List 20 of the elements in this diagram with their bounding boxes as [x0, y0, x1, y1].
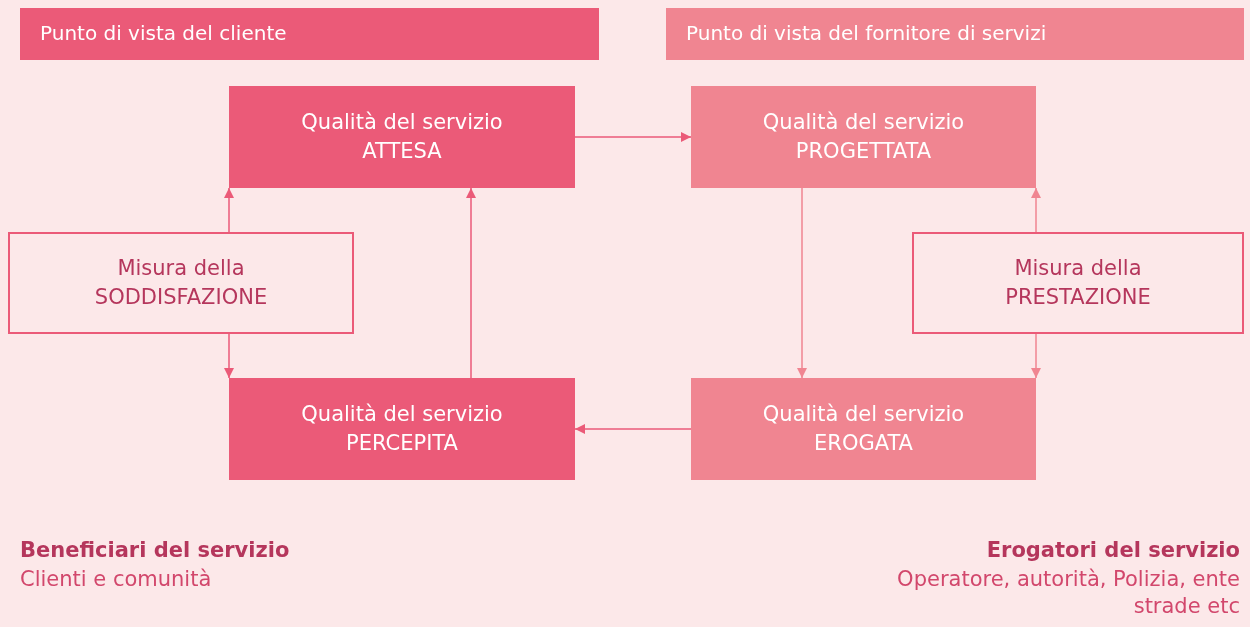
measure-box: Misura della SODDISFAZIONE	[8, 232, 354, 334]
arrow	[1031, 333, 1041, 379]
arrow	[224, 187, 234, 233]
group-heading: Erogatori del servizio	[986, 537, 1240, 564]
group-description: Clienti e comunità	[20, 566, 212, 593]
arrow	[797, 187, 807, 379]
process-box: Qualità del servizio PROGETTATA	[691, 86, 1036, 188]
arrow	[224, 333, 234, 379]
arrow	[1031, 187, 1041, 233]
measure-box: Misura della PRESTAZIONE	[912, 232, 1244, 334]
header-band: Punto di vista del fornitore di servizi	[666, 8, 1244, 60]
process-box: Qualità del servizio ATTESA	[229, 86, 575, 188]
arrow	[466, 187, 476, 379]
process-box: Qualità del servizio EROGATA	[691, 378, 1036, 480]
process-box: Qualità del servizio PERCEPITA	[229, 378, 575, 480]
arrow	[574, 424, 692, 434]
header-band: Punto di vista del cliente	[20, 8, 599, 60]
group-heading: Beneficiari del servizio	[20, 537, 290, 564]
group-description: Operatore, autorità, Polizia, ente strade etc	[896, 566, 1240, 621]
arrow	[574, 132, 692, 142]
